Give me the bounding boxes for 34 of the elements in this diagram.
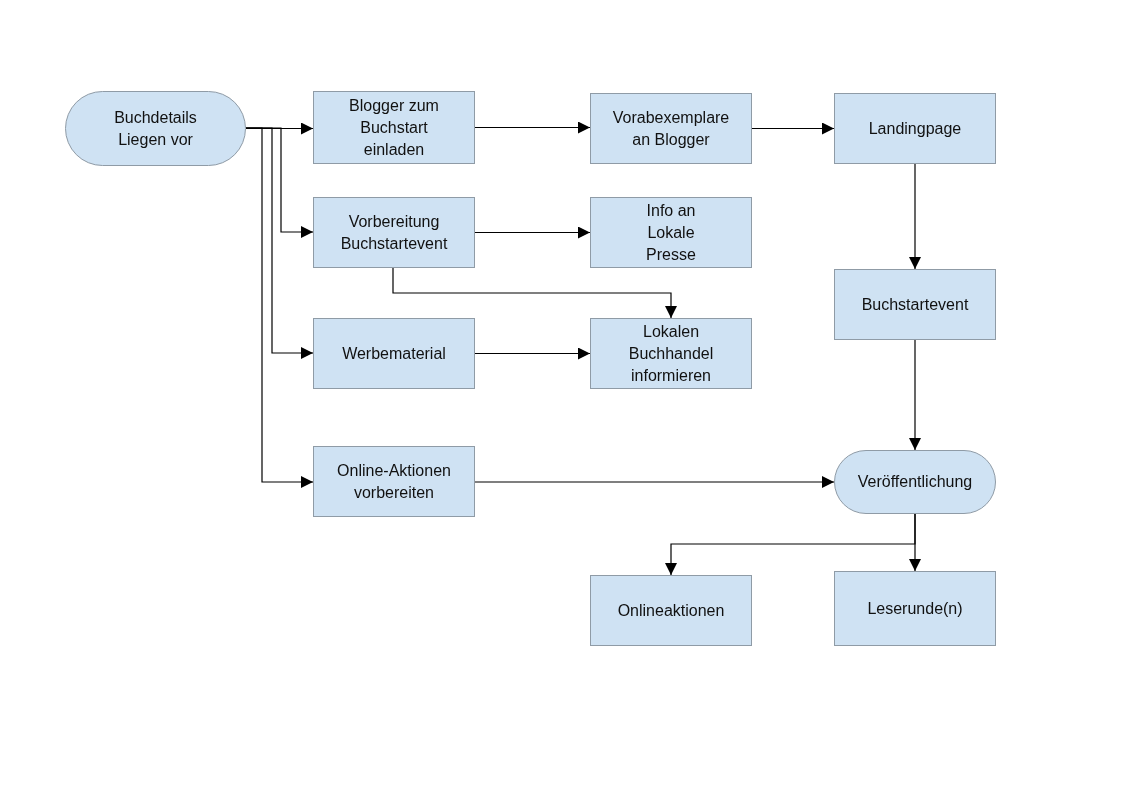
process-box (590, 318, 752, 389)
process-box (313, 91, 475, 164)
process-box (834, 93, 996, 164)
node-label: Online-Aktionen vorbereiten (336, 460, 452, 503)
arrow (474, 347, 591, 360)
arrow (909, 513, 921, 572)
node-label: Werbematerial (341, 343, 447, 364)
node-label: Blogger zum Buchstart einladen (348, 95, 440, 160)
node-label: Info an Lokale Presse (645, 200, 697, 265)
node-label: Onlineaktionen (616, 600, 726, 621)
process-box (313, 197, 475, 268)
arrow (245, 127, 314, 488)
arrow (474, 121, 591, 134)
process-box (313, 446, 475, 517)
node-label: Vorbereitung Buchstartevent (339, 211, 449, 254)
node-label: Vorabexemplare an Blogger (611, 107, 731, 150)
node-label: Buchstartevent (860, 294, 970, 315)
arrow (474, 226, 591, 239)
process-box (834, 269, 996, 340)
node-label: Landingpage (867, 118, 963, 139)
process-box (590, 93, 752, 164)
process-box (313, 318, 475, 389)
process-box (590, 575, 752, 646)
arrow (909, 163, 921, 270)
process-box (834, 571, 996, 646)
node-label: Veröffentlichung (856, 472, 974, 492)
arrow (751, 122, 835, 135)
arrow (474, 476, 835, 488)
arrow (392, 267, 677, 319)
node-label: Buchdetails Liegen vor (113, 107, 198, 150)
process-box (590, 197, 752, 268)
node-label: Leserunde(n) (866, 598, 964, 619)
node-label: Lokalen Buchhandel informieren (627, 321, 715, 386)
arrow (909, 339, 921, 451)
